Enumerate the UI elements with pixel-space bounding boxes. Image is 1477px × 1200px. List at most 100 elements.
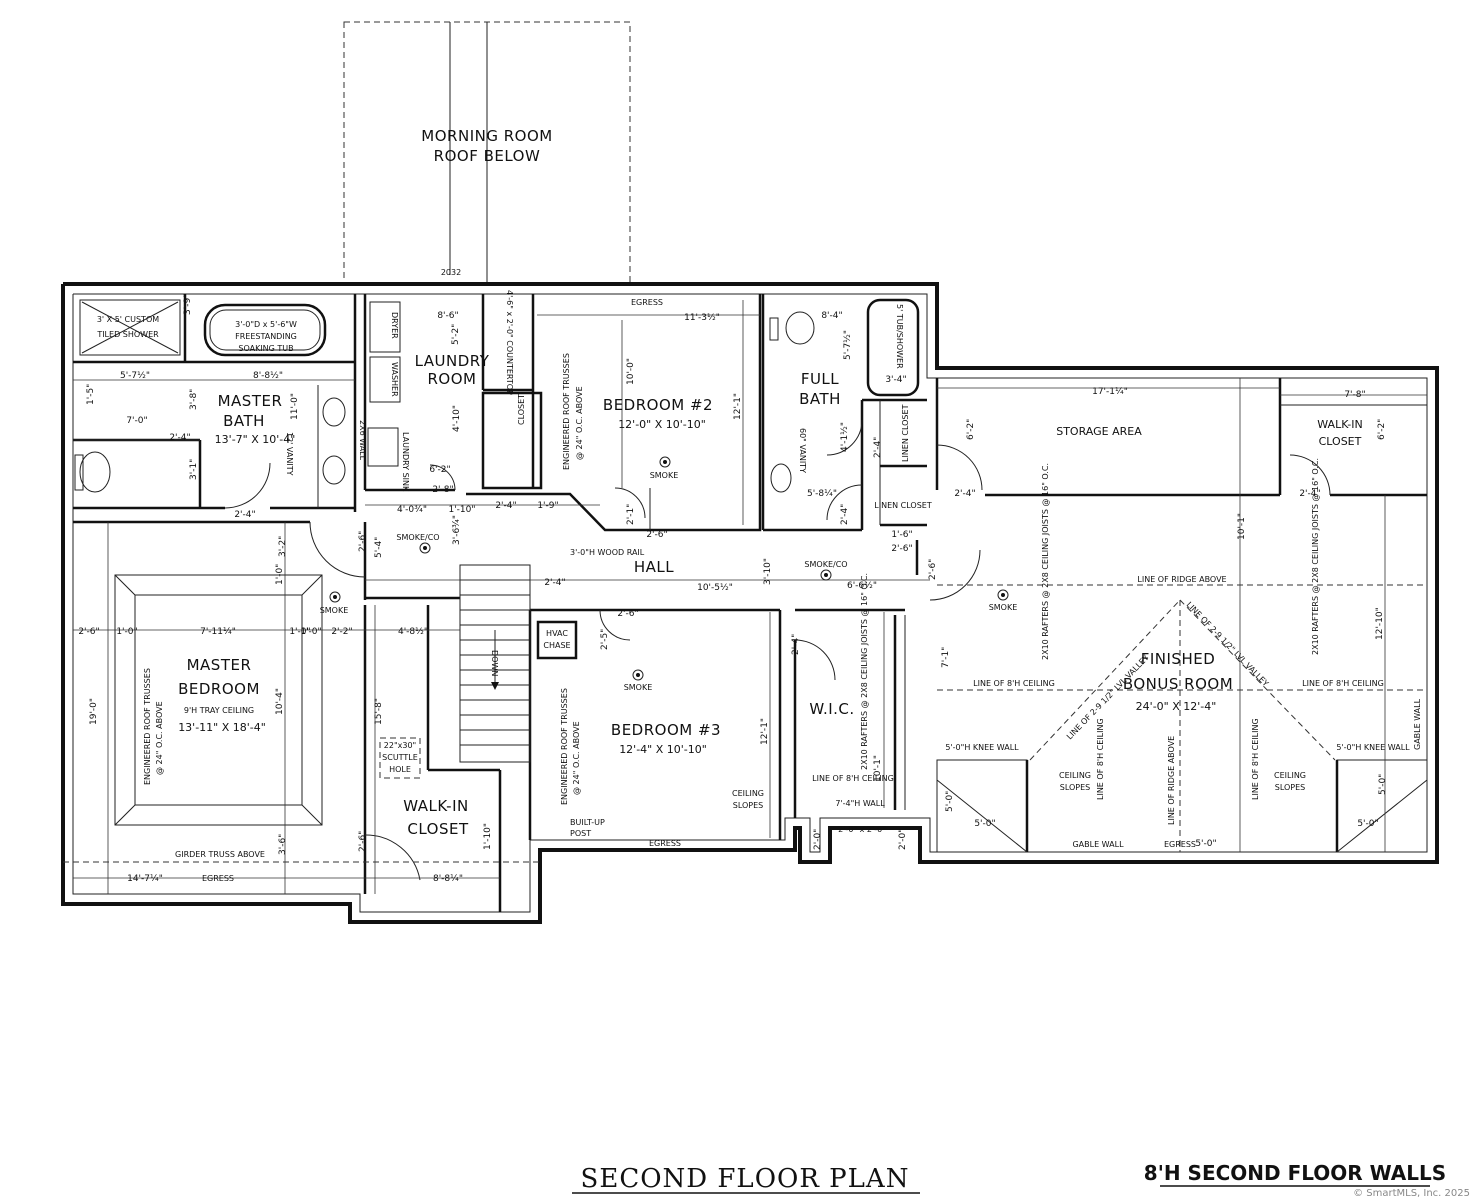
dim-2: 5'-7½" xyxy=(120,371,150,381)
dim-24: 2'-6" xyxy=(646,530,667,540)
smoke-co-hall: SMOKE/CO xyxy=(396,533,439,542)
dim-8: 2'-4" xyxy=(169,433,190,443)
dim-76: 5'-0" xyxy=(1195,839,1216,849)
dim-42: 3'-2" xyxy=(278,536,288,557)
gable-wall-bottom: GABLE WALL xyxy=(1072,840,1124,849)
master-bedroom-label-1: MASTER xyxy=(187,656,252,674)
bedroom3-label: BEDROOM #3 xyxy=(611,721,721,739)
hvac-label-2: CHASE xyxy=(543,641,570,650)
dim-50: 2'-6" xyxy=(928,559,938,580)
dim-18: 2'-4" xyxy=(495,501,516,511)
laundry-label-1: LAUNDRY xyxy=(415,352,490,370)
dim-73: 2'-0" xyxy=(898,829,908,850)
dim-10: 2'-4" xyxy=(234,510,255,520)
tub-label-3: SOAKING TUB xyxy=(238,344,293,353)
dim-16: 4'-0¾" xyxy=(397,505,427,515)
dim-55: 2'-2" xyxy=(331,627,352,637)
walkin-closet-label-2: CLOSET xyxy=(407,820,469,838)
dim-31: 2'-4" xyxy=(840,504,850,525)
master-bath-label-2: BATH xyxy=(223,412,265,430)
dryer-label: DRYER xyxy=(390,312,399,339)
copyright: © SmartMLS, Inc. 2025 xyxy=(1353,1188,1470,1199)
dim-23: 2'-1" xyxy=(626,504,636,525)
tray-ceiling-label: 9'H TRAY CEILING xyxy=(184,706,254,715)
master-bedroom-size: 13'-11" X 18'-4" xyxy=(178,721,266,734)
walkin-right-label-2: CLOSET xyxy=(1319,435,1362,448)
dim-70: 14'-7¼" xyxy=(127,874,163,884)
dim-3: 8'-8½" xyxy=(253,371,283,381)
vanity-60-label: 60" VANITY xyxy=(798,428,807,473)
dim-22: 12'-1" xyxy=(733,393,743,420)
walkin-closet-label-1: WALK-IN xyxy=(403,797,468,815)
master-bath-label-1: MASTER xyxy=(218,392,283,410)
bonus-room-label-1: FINISHED xyxy=(1141,650,1216,668)
dim-5: 7'-0" xyxy=(126,416,147,426)
dimension-lines xyxy=(73,300,1427,894)
tall-wall-label: 7'-4"H WALL xyxy=(835,799,885,808)
smoke-master: SMOKE xyxy=(320,606,349,615)
dim-28: 4'-1½" xyxy=(840,422,850,452)
knee-wall-right: 5'-0"H KNEE WALL xyxy=(1336,743,1410,752)
dim-66: 1'-0" xyxy=(275,564,285,585)
dim-25: 8'-4" xyxy=(821,311,842,321)
dim-36: 6'-2" xyxy=(966,419,976,440)
bedroom3-trusses: ENGINEERED ROOF TRUSSES xyxy=(560,688,569,805)
egress-bonus: EGRESS xyxy=(1164,840,1196,849)
dimension-labels: 3'-9" 5'-7½" 8'-8½" 1'-5" 7'-0" 3'-8" 11… xyxy=(78,294,1388,884)
dim-59: 2'-4" xyxy=(791,634,801,655)
plan-title: SECOND FLOOR PLAN xyxy=(581,1164,910,1194)
dim-34: 17'-1¼" xyxy=(1092,387,1128,397)
full-bath-label-2: BATH xyxy=(799,390,841,408)
dim-67: 3'-6" xyxy=(278,834,288,855)
shower-label-2: TILED SHOWER xyxy=(96,330,159,339)
dim-11: 8'-6" xyxy=(437,311,458,321)
dim-17: 1'-10" xyxy=(448,505,475,515)
dim-30: 5'-8¼" xyxy=(807,489,837,499)
dim-77: 5'-0" xyxy=(1357,819,1378,829)
smoke-co-hall-2: SMOKE/CO xyxy=(804,560,847,569)
dim-51: 2'-6" xyxy=(78,627,99,637)
dim-78: 5'-0" xyxy=(1378,774,1388,795)
dim-32: 1'-6" xyxy=(891,530,912,540)
bedroom2-trusses: ENGINEERED ROOF TRUSSES xyxy=(562,353,571,470)
room-labels: 3' X 5' CUSTOM TILED SHOWER 3'-0"D x 5'-… xyxy=(96,290,1362,838)
valley-left-label: LINE OF 2-9 1/2" LVL VALLEY xyxy=(1065,653,1151,741)
girder-truss-label: GIRDER TRUSS ABOVE xyxy=(175,850,265,859)
bonus-ceiling-slopes-2a: CEILING xyxy=(1274,771,1306,780)
morning-room-code: 2032 xyxy=(441,268,461,277)
dim-74: 5'-0" xyxy=(945,791,955,812)
line-8h-left: LINE OF 8'H CEILING xyxy=(973,679,1055,688)
dim-54: 1'-0" xyxy=(300,627,321,637)
rafters-wic-label: 2X10 RAFTERS @ 2X8 CEILING JOISTS @ 16" … xyxy=(860,573,869,770)
dim-71: 8'-8¼" xyxy=(433,874,463,884)
bedroom3-oc: @ 24" O.C. ABOVE xyxy=(572,721,581,795)
dim-37: 6'-2" xyxy=(1377,419,1387,440)
line-8h-right: LINE OF 8'H CEILING xyxy=(1302,679,1384,688)
dim-39: 2'-4" xyxy=(1299,489,1320,499)
walls-note: 8'H SECOND FLOOR WALLS xyxy=(1144,1161,1446,1185)
opening-label: 2'-0" x 2'-0" xyxy=(838,825,886,834)
door-swings xyxy=(224,419,1331,881)
dim-53: 7'-11¼" xyxy=(200,627,236,637)
rafters-right-label: 2X10 RAFTERS @ 2X8 CEILING JOISTS @ 16" … xyxy=(1311,458,1320,655)
dim-61: 10'-4" xyxy=(275,688,285,715)
bonus-ceiling-slopes-1b: SLOPES xyxy=(1060,783,1091,792)
dim-57: 2'-6" xyxy=(617,609,638,619)
wall-2x6-label: 2X6 WALL xyxy=(358,420,367,461)
dim-43: 2'-6" xyxy=(358,531,368,552)
bonus-ceiling-slopes-1a: CEILING xyxy=(1059,771,1091,780)
egress-bedroom2: EGRESS xyxy=(631,298,663,307)
dim-62: 15'-8" xyxy=(374,698,384,725)
dim-6: 3'-8" xyxy=(189,389,199,410)
dim-45: 3'-6¾" xyxy=(452,515,462,545)
walkin-right-label-1: WALK-IN xyxy=(1317,418,1362,431)
dim-19: 1'-9" xyxy=(537,501,558,511)
smoke-bonus: SMOKE xyxy=(989,603,1018,612)
morning-room-label: MORNING ROOM xyxy=(421,127,552,145)
dim-26: 5'-7½" xyxy=(843,330,853,360)
ceiling-lines xyxy=(63,574,1428,863)
dim-64: 10'-1" xyxy=(873,755,883,782)
master-bath-size: 13'-7" X 10'-4" xyxy=(215,433,296,446)
storage-area-label: STORAGE AREA xyxy=(1056,425,1142,438)
